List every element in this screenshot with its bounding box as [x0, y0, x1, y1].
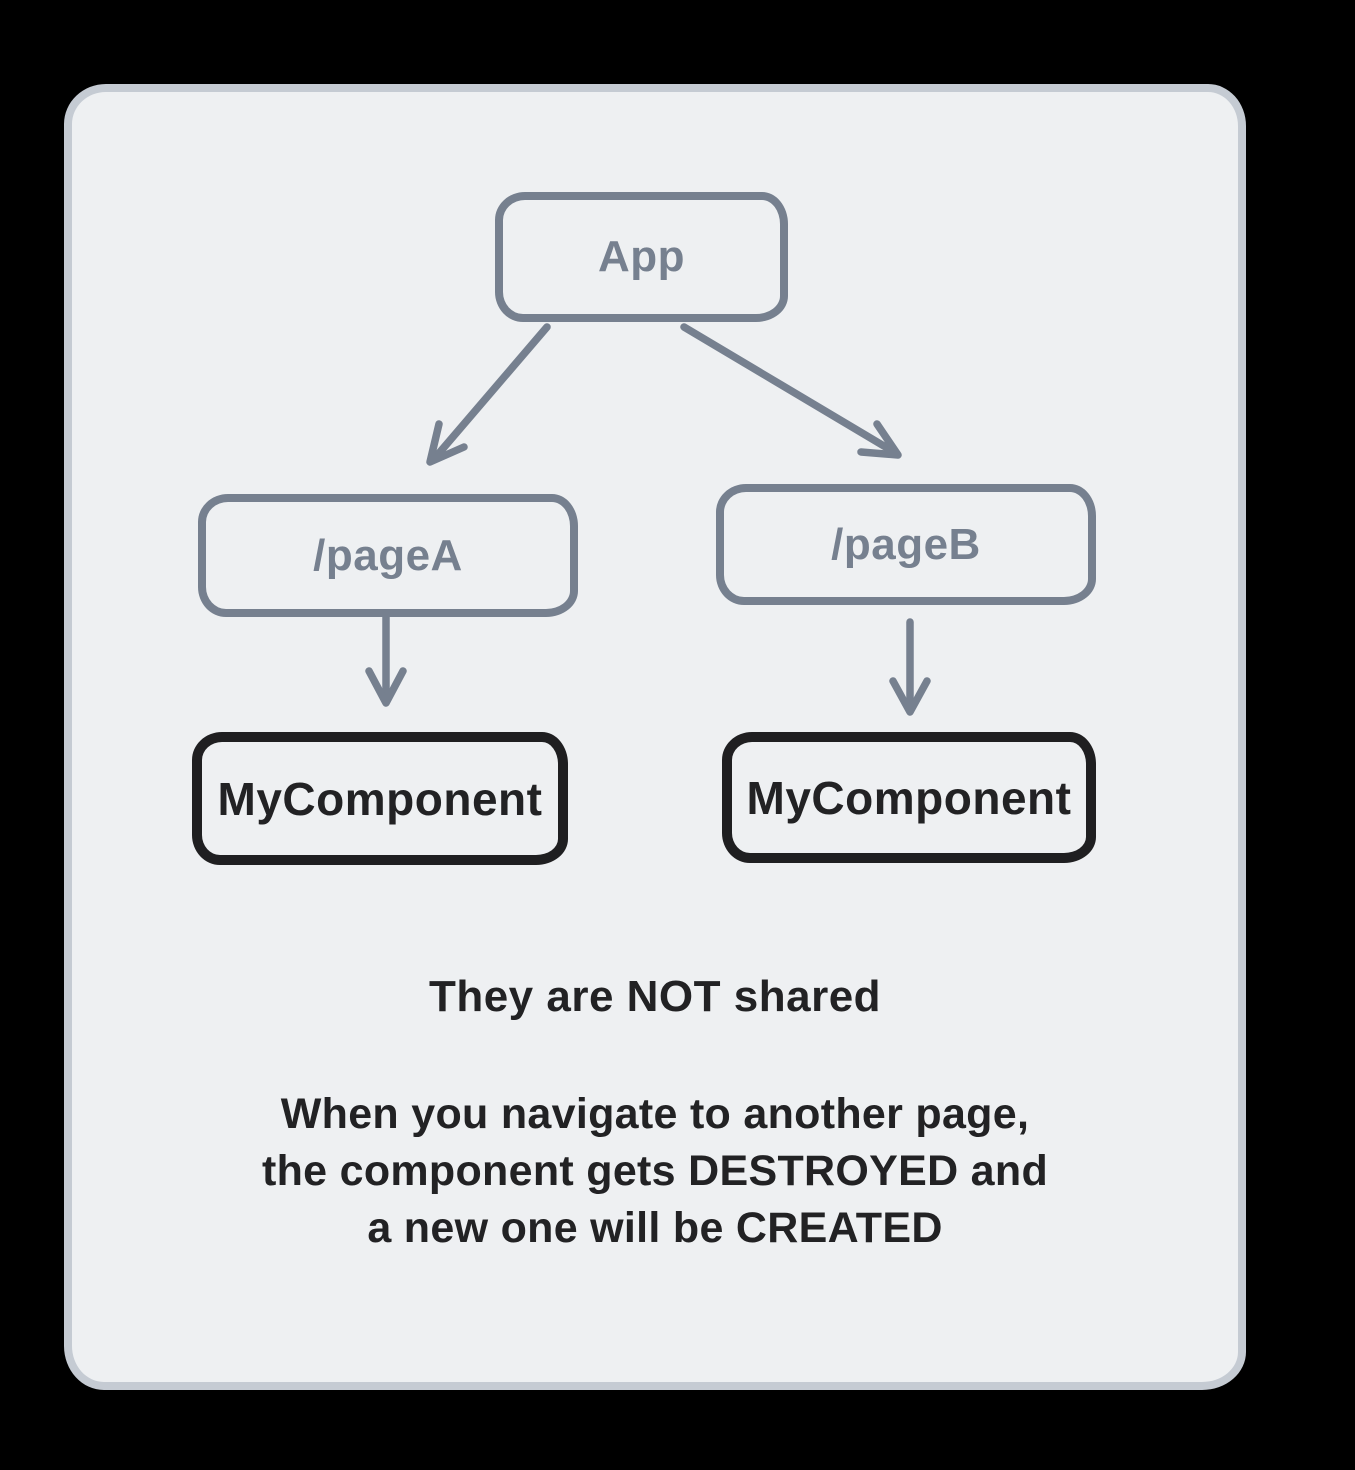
node-mycomponent-a-label: MyComponent: [217, 772, 543, 825]
note-body-line3: a new one will be CREATED: [367, 1204, 943, 1252]
note-body-line1: When you navigate to another page,: [280, 1090, 1030, 1138]
node-app-label: App: [597, 232, 686, 281]
node-pagea: /pageA: [198, 494, 578, 617]
node-app: App: [495, 192, 788, 322]
note-body: When you navigate to another page, the c…: [64, 1086, 1246, 1257]
note-headline: They are NOT shared: [428, 972, 882, 1021]
node-mycomponent-b-label: MyComponent: [746, 771, 1072, 824]
node-pageb-label: /pageB: [831, 519, 981, 569]
node-mycomponent-b: MyComponent: [722, 732, 1096, 863]
node-mycomponent-a: MyComponent: [192, 732, 568, 865]
node-pagea-label: /pageA: [313, 530, 463, 580]
note-body-line2: the component gets DESTROYED and: [261, 1147, 1049, 1195]
node-pageb: /pageB: [716, 484, 1096, 605]
